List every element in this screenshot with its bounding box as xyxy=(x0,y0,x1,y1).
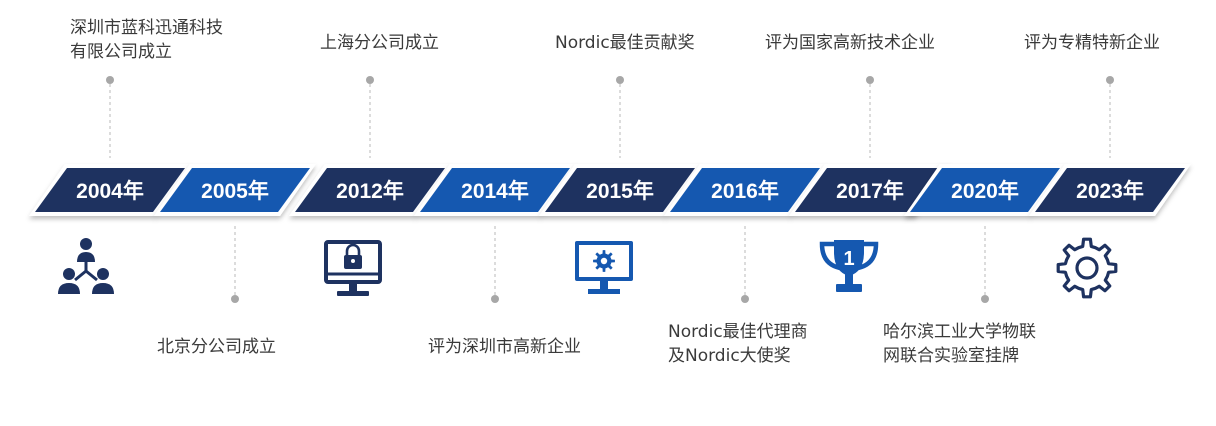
milestone-event-label: 哈尔滨工业大学物联 xyxy=(883,322,1036,342)
year-banner xyxy=(795,168,945,212)
year-label: 2014年 xyxy=(461,179,529,203)
year-label: 2023年 xyxy=(1076,179,1144,203)
year-label: 2016年 xyxy=(711,179,779,203)
milestone-event-label: 及Nordic大使奖 xyxy=(668,346,791,366)
milestone-event-label: Nordic最佳贡献奖 xyxy=(555,33,695,53)
year-banner xyxy=(545,168,695,212)
connector-dot xyxy=(491,295,499,303)
connector-dot xyxy=(106,76,114,84)
year-label: 2005年 xyxy=(201,179,269,203)
milestone-event-label: 北京分公司成立 xyxy=(157,337,276,357)
year-banner xyxy=(910,168,1060,212)
connector-dot xyxy=(741,295,749,303)
year-banner xyxy=(35,168,185,212)
connector-dot xyxy=(366,76,374,84)
milestone-event-label: 上海分公司成立 xyxy=(320,33,439,53)
connector-dot xyxy=(1106,76,1114,84)
year-banner xyxy=(420,168,570,212)
milestone-event-label: 评为国家高新技术企业 xyxy=(765,33,935,53)
milestone-event-label: 有限公司成立 xyxy=(70,42,172,62)
year-label: 2004年 xyxy=(76,179,144,203)
year-banner xyxy=(1035,168,1185,212)
year-label: 2015年 xyxy=(586,179,654,203)
connector-dot xyxy=(231,295,239,303)
milestone-event-label: 网联合实验室挂牌 xyxy=(883,346,1019,366)
milestone-event-label: 评为专精特新企业 xyxy=(1024,33,1160,53)
year-banner xyxy=(670,168,820,212)
connector-dot xyxy=(866,76,874,84)
milestone-event-label: Nordic最佳代理商 xyxy=(668,322,808,342)
year-label: 2020年 xyxy=(951,179,1019,203)
year-banner xyxy=(295,168,445,212)
trophy-icon: 1 xyxy=(819,240,879,292)
year-label: 2017年 xyxy=(836,179,904,203)
year-label: 2012年 xyxy=(336,179,404,203)
gear-icon xyxy=(1056,237,1118,299)
org-network-icon xyxy=(58,238,114,294)
secure-monitor-icon xyxy=(324,240,382,296)
connector-dot xyxy=(616,76,624,84)
milestone-event-label: 评为深圳市高新企业 xyxy=(428,337,581,357)
trophy-number: 1 xyxy=(843,248,854,270)
connector-dot xyxy=(981,295,989,303)
year-banner xyxy=(160,168,310,212)
monitor-gear-icon xyxy=(575,241,633,294)
milestone-event-label: 深圳市蓝科迅通科技 xyxy=(70,18,223,38)
